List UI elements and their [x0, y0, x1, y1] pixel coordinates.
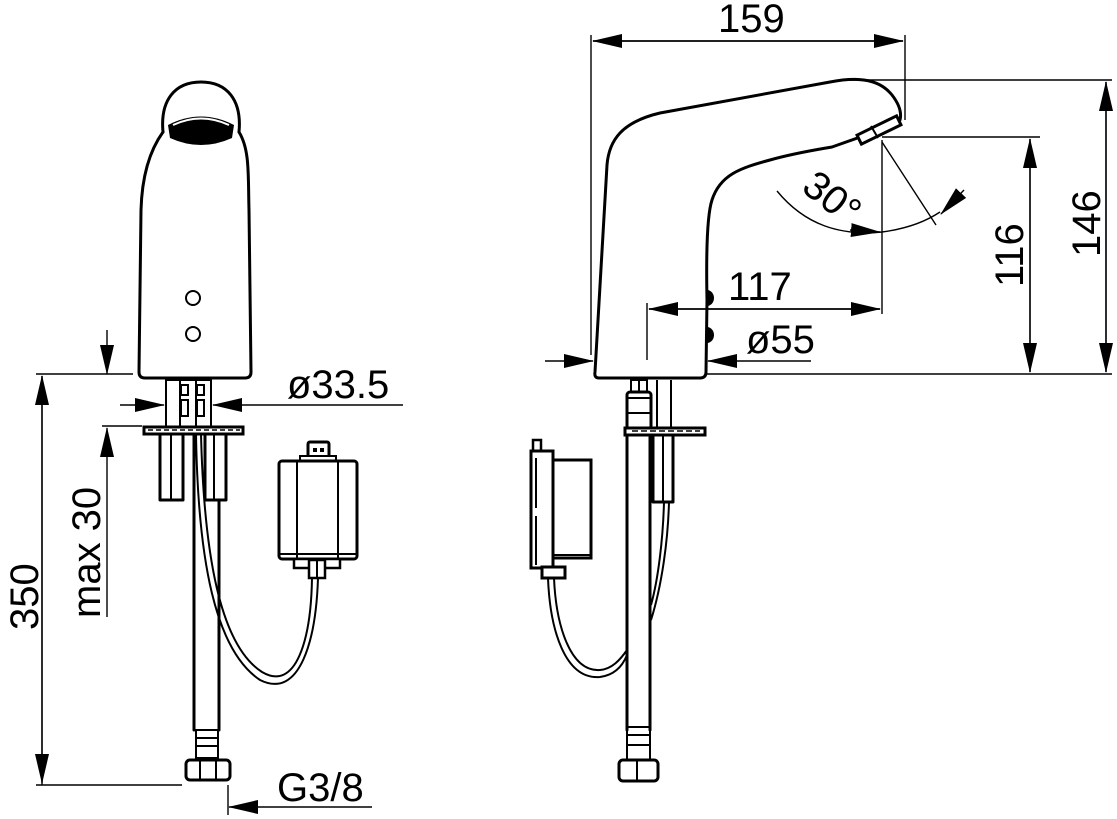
aerator-icon	[168, 116, 234, 145]
base-diameter-label: ø55	[746, 318, 815, 362]
connection-thread-label: G3/8	[277, 766, 364, 810]
dimension-body-diameter: ø33.5	[120, 363, 403, 412]
cable	[195, 433, 319, 685]
spout-reach-label: 117	[728, 265, 792, 309]
dimension-overall-projection: 159	[590, 0, 906, 355]
spout-head	[137, 80, 253, 380]
spout-outlet-height-label: 116	[988, 223, 1032, 287]
hose-nut-side	[617, 758, 660, 783]
spray-angle-label: 30°	[794, 162, 869, 234]
dimension-spray-angle: 30°	[776, 141, 967, 238]
overall-projection-label: 159	[718, 0, 785, 41]
sensor-window-lower-side	[707, 327, 714, 343]
dimension-hose-length: 350	[3, 375, 182, 786]
hose-length-label: 350	[3, 563, 47, 630]
front-view: ø33.5 max 30 350 G3/8	[3, 80, 403, 815]
dimension-overall-height: 146	[706, 79, 1113, 375]
sensor-window-upper-side	[707, 290, 714, 306]
control-box	[277, 440, 359, 580]
cable-side	[547, 577, 628, 679]
mounting-plate-side	[623, 426, 707, 437]
aerator-outlet	[855, 113, 903, 147]
tap-body	[593, 77, 903, 380]
hose-nut	[184, 758, 232, 782]
sensor-window-upper	[185, 290, 201, 306]
overall-height-label: 146	[1065, 190, 1109, 257]
supply-hose-side	[625, 433, 675, 763]
body-diameter-label: ø33.5	[287, 363, 389, 407]
dimension-max-deck-thickness: max 30	[36, 330, 142, 618]
dimension-base-diameter: ø55	[545, 318, 815, 368]
threaded-rods	[158, 432, 228, 502]
max-deck-thickness-label: max 30	[65, 487, 109, 618]
threaded-shank	[625, 379, 672, 431]
sensor-window-lower	[185, 326, 201, 342]
side-view: 159 146 116 117 ø55	[529, 0, 1113, 783]
dimension-spout-outlet-height: 116	[882, 136, 1040, 373]
dimension-spout-reach: 117	[646, 140, 883, 360]
dimension-connection-thread: G3/8	[227, 766, 372, 815]
control-box-side	[529, 438, 593, 580]
mounting-studs	[165, 379, 212, 429]
